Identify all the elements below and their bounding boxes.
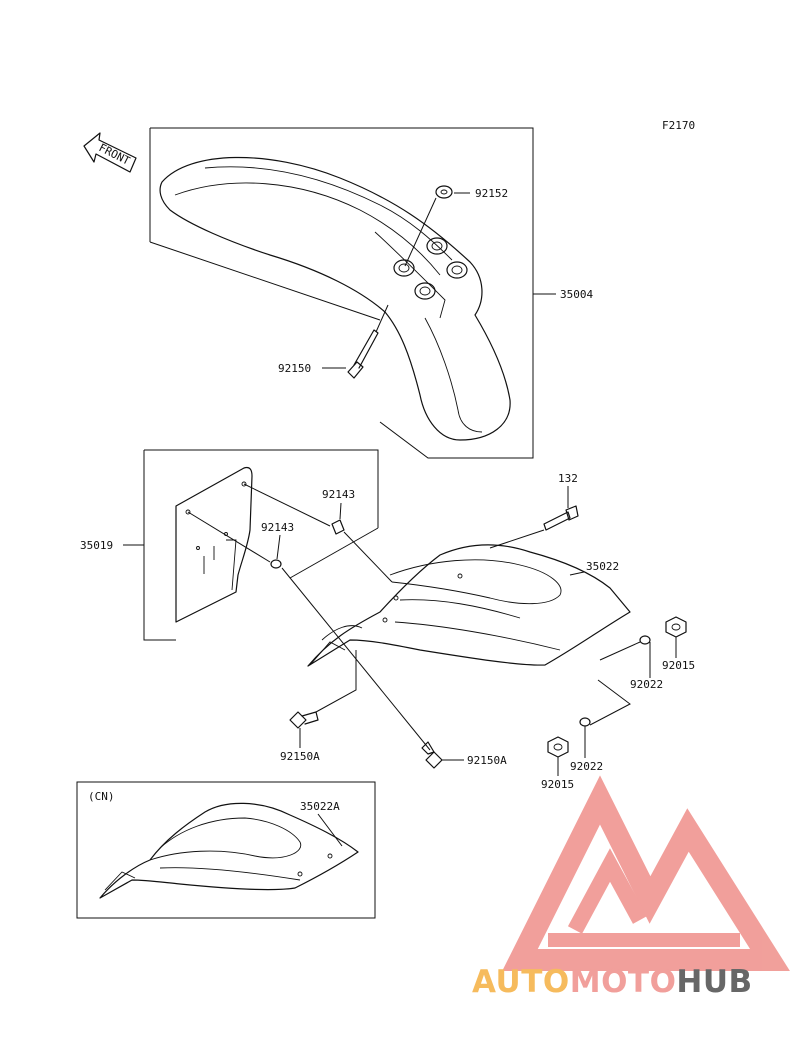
label-92143-lower: 92143 (261, 521, 294, 534)
rear-bolt-right-icon (421, 741, 443, 769)
logo-text: AUTOMOTOHUB (472, 964, 753, 1000)
front-fender-washer-icon (435, 185, 453, 199)
cn-fender-part (99, 802, 359, 899)
rear-bolt-left-icon (289, 711, 319, 729)
label-132: 132 (558, 472, 578, 485)
label-92022-upper: 92022 (630, 678, 663, 691)
rear-fender-part (307, 544, 631, 667)
label-35022a: 35022A (300, 800, 340, 813)
figure-code: F2170 (662, 119, 695, 132)
rear-washer-lower-icon (579, 717, 591, 727)
automotohub-logo-icon (502, 775, 790, 971)
plate-holder-frame (144, 449, 379, 528)
label-35022: 35022 (586, 560, 619, 573)
front-fender-bolt-icon (347, 329, 379, 379)
rear-nut-lower-icon (547, 736, 569, 758)
front-fender-group: 92152 35004 92150 (149, 127, 593, 459)
front-fender-part (159, 156, 511, 441)
label-92022-lower: 92022 (570, 760, 603, 773)
label-92150a-left: 92150A (280, 750, 320, 763)
label-35019: 35019 (80, 539, 113, 552)
label-92150: 92150 (278, 362, 311, 375)
cn-variant-box: (CN) 35022A (76, 781, 376, 919)
label-92015-lower: 92015 (541, 778, 574, 791)
label-92015-upper: 92015 (662, 659, 695, 672)
rear-bolt-132-icon (543, 505, 579, 531)
logo-text-moto: MOTO (570, 964, 677, 1000)
front-fender-frame (150, 127, 534, 459)
plate-washer-lower-icon (270, 559, 282, 569)
front-arrow-icon: FRONT (83, 132, 137, 173)
label-92152: 92152 (475, 187, 508, 200)
plate-washer-upper-icon (331, 519, 345, 535)
label-92143-upper: 92143 (322, 488, 355, 501)
plate-holder-group: 35019 92143 92143 (80, 449, 431, 751)
rear-fender-group: 132 35022 92015 92022 92022 (280, 472, 695, 791)
plate-holder-part (175, 466, 253, 623)
automotohub-logo: AUTOMOTOHUB (472, 775, 790, 1000)
rear-nut-upper-icon (665, 616, 687, 638)
label-35004: 35004 (560, 288, 593, 301)
logo-text-auto: AUTO (472, 964, 570, 1000)
rear-washer-upper-icon (639, 635, 651, 645)
cn-box-label: (CN) (88, 790, 115, 803)
logo-text-hub: HUB (676, 964, 752, 1000)
label-92150a-right: 92150A (467, 754, 507, 767)
